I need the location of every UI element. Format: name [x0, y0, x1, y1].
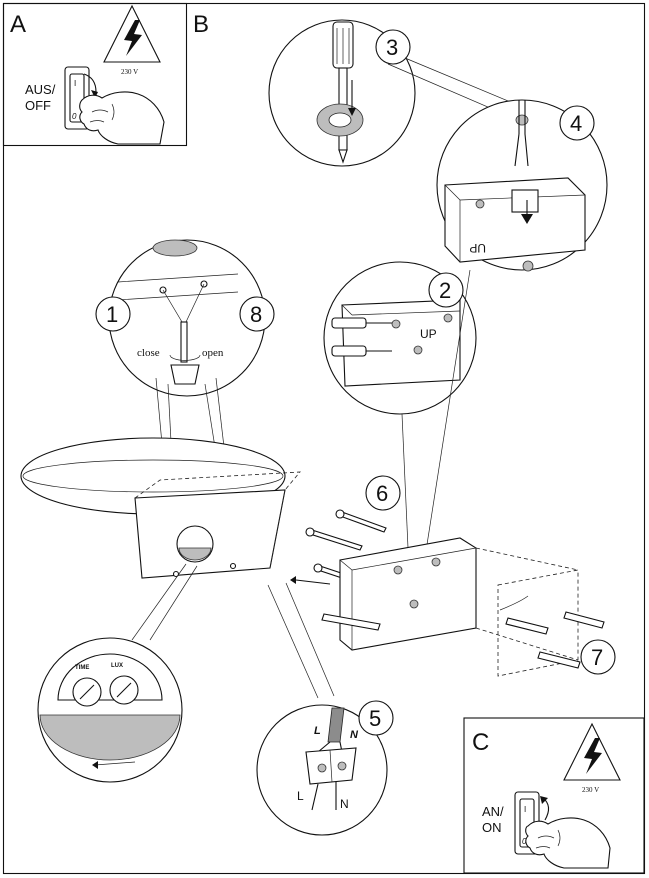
arrow-head — [91, 90, 98, 98]
switch-on-mark: I — [524, 805, 526, 814]
wall-lamp-body — [20, 437, 301, 579]
high-voltage-icon — [103, 4, 161, 63]
up-label-step4: UP — [469, 241, 486, 255]
panel-a: A 230 V AUS/ OFF I 0 — [2, 2, 188, 147]
step-5-detail: L N L N 5 — [256, 700, 394, 836]
panel-c-letter: C — [472, 729, 489, 756]
screwdriver-icon — [331, 345, 367, 357]
arrow-icon — [521, 214, 533, 224]
screwdriver-icon — [331, 317, 367, 329]
step-number-8: 8 — [250, 302, 262, 327]
step-number-3: 3 — [386, 35, 398, 60]
step-badge-5 — [358, 700, 394, 736]
arrow-head — [540, 796, 548, 804]
step-badge-3 — [375, 29, 411, 65]
step-badge-1 — [95, 296, 131, 332]
open-label: open — [202, 347, 224, 359]
panel-a-voltage: 230 V — [121, 68, 138, 76]
panel-b-letter: B — [193, 11, 209, 38]
panel-c-frame — [463, 717, 645, 874]
sensor-dial-detail: TIME LUX — [37, 637, 183, 783]
wire-l-top: L — [314, 725, 321, 737]
step-number-2: 2 — [439, 278, 451, 303]
step-number-4: 4 — [570, 111, 582, 136]
step-3-detail: 3 — [268, 19, 416, 167]
up-label-step2: UP — [420, 327, 437, 341]
wire-n-bottom: N — [340, 797, 349, 811]
lux-dial-label: LUX — [111, 663, 123, 669]
panel-a-frame — [2, 2, 188, 147]
step-2-detail: UP 2 — [323, 261, 477, 415]
mounting-box — [339, 537, 477, 651]
wall-plugs — [505, 611, 605, 669]
step-badge-7 — [580, 639, 616, 675]
arrow-icon — [83, 73, 97, 93]
panel-c: C 230 V AN/ ON I 0 — [463, 717, 645, 874]
hand-icon — [525, 817, 611, 869]
step-4-detail: UP 4 — [436, 99, 608, 272]
arrow-icon — [290, 576, 296, 584]
time-dial-label: TIME — [75, 665, 89, 671]
high-voltage-icon — [563, 722, 621, 781]
panel-a-switch-label-line1: AUS/ — [25, 82, 56, 97]
step-6-detail: 6 — [290, 475, 477, 651]
step-badge-2 — [428, 272, 464, 308]
hand-icon — [79, 91, 165, 145]
step-badge-6 — [365, 475, 401, 511]
panel-c-switch-label-line2: ON — [482, 820, 502, 835]
panel-a-switch-label-line2: OFF — [25, 98, 51, 113]
step-7-detail: 7 — [475, 547, 616, 677]
step-1-8-detail: close open 1 8 — [95, 239, 275, 397]
step-badge-8 — [239, 296, 275, 332]
step-number-6: 6 — [376, 481, 388, 506]
step-number-1: 1 — [106, 302, 118, 327]
step-number-7: 7 — [591, 645, 603, 670]
close-label: close — [137, 347, 160, 359]
step-badge-4 — [559, 105, 595, 141]
screwdriver-icon — [180, 321, 188, 363]
switch-off-mark: 0 — [72, 112, 77, 121]
switch-on-mark: I — [74, 79, 76, 88]
arrow-icon — [92, 761, 98, 769]
arrow-icon — [348, 108, 356, 116]
switch-off-mark: 0 — [522, 837, 527, 846]
wire-l-bottom: L — [297, 789, 304, 803]
wire-n-top: N — [350, 729, 359, 741]
panel-c-switch-label-line1: AN/ — [482, 804, 504, 819]
panel-a-letter: A — [10, 11, 26, 38]
step-number-5: 5 — [369, 706, 381, 731]
panel-c-voltage: 230 V — [582, 786, 599, 794]
